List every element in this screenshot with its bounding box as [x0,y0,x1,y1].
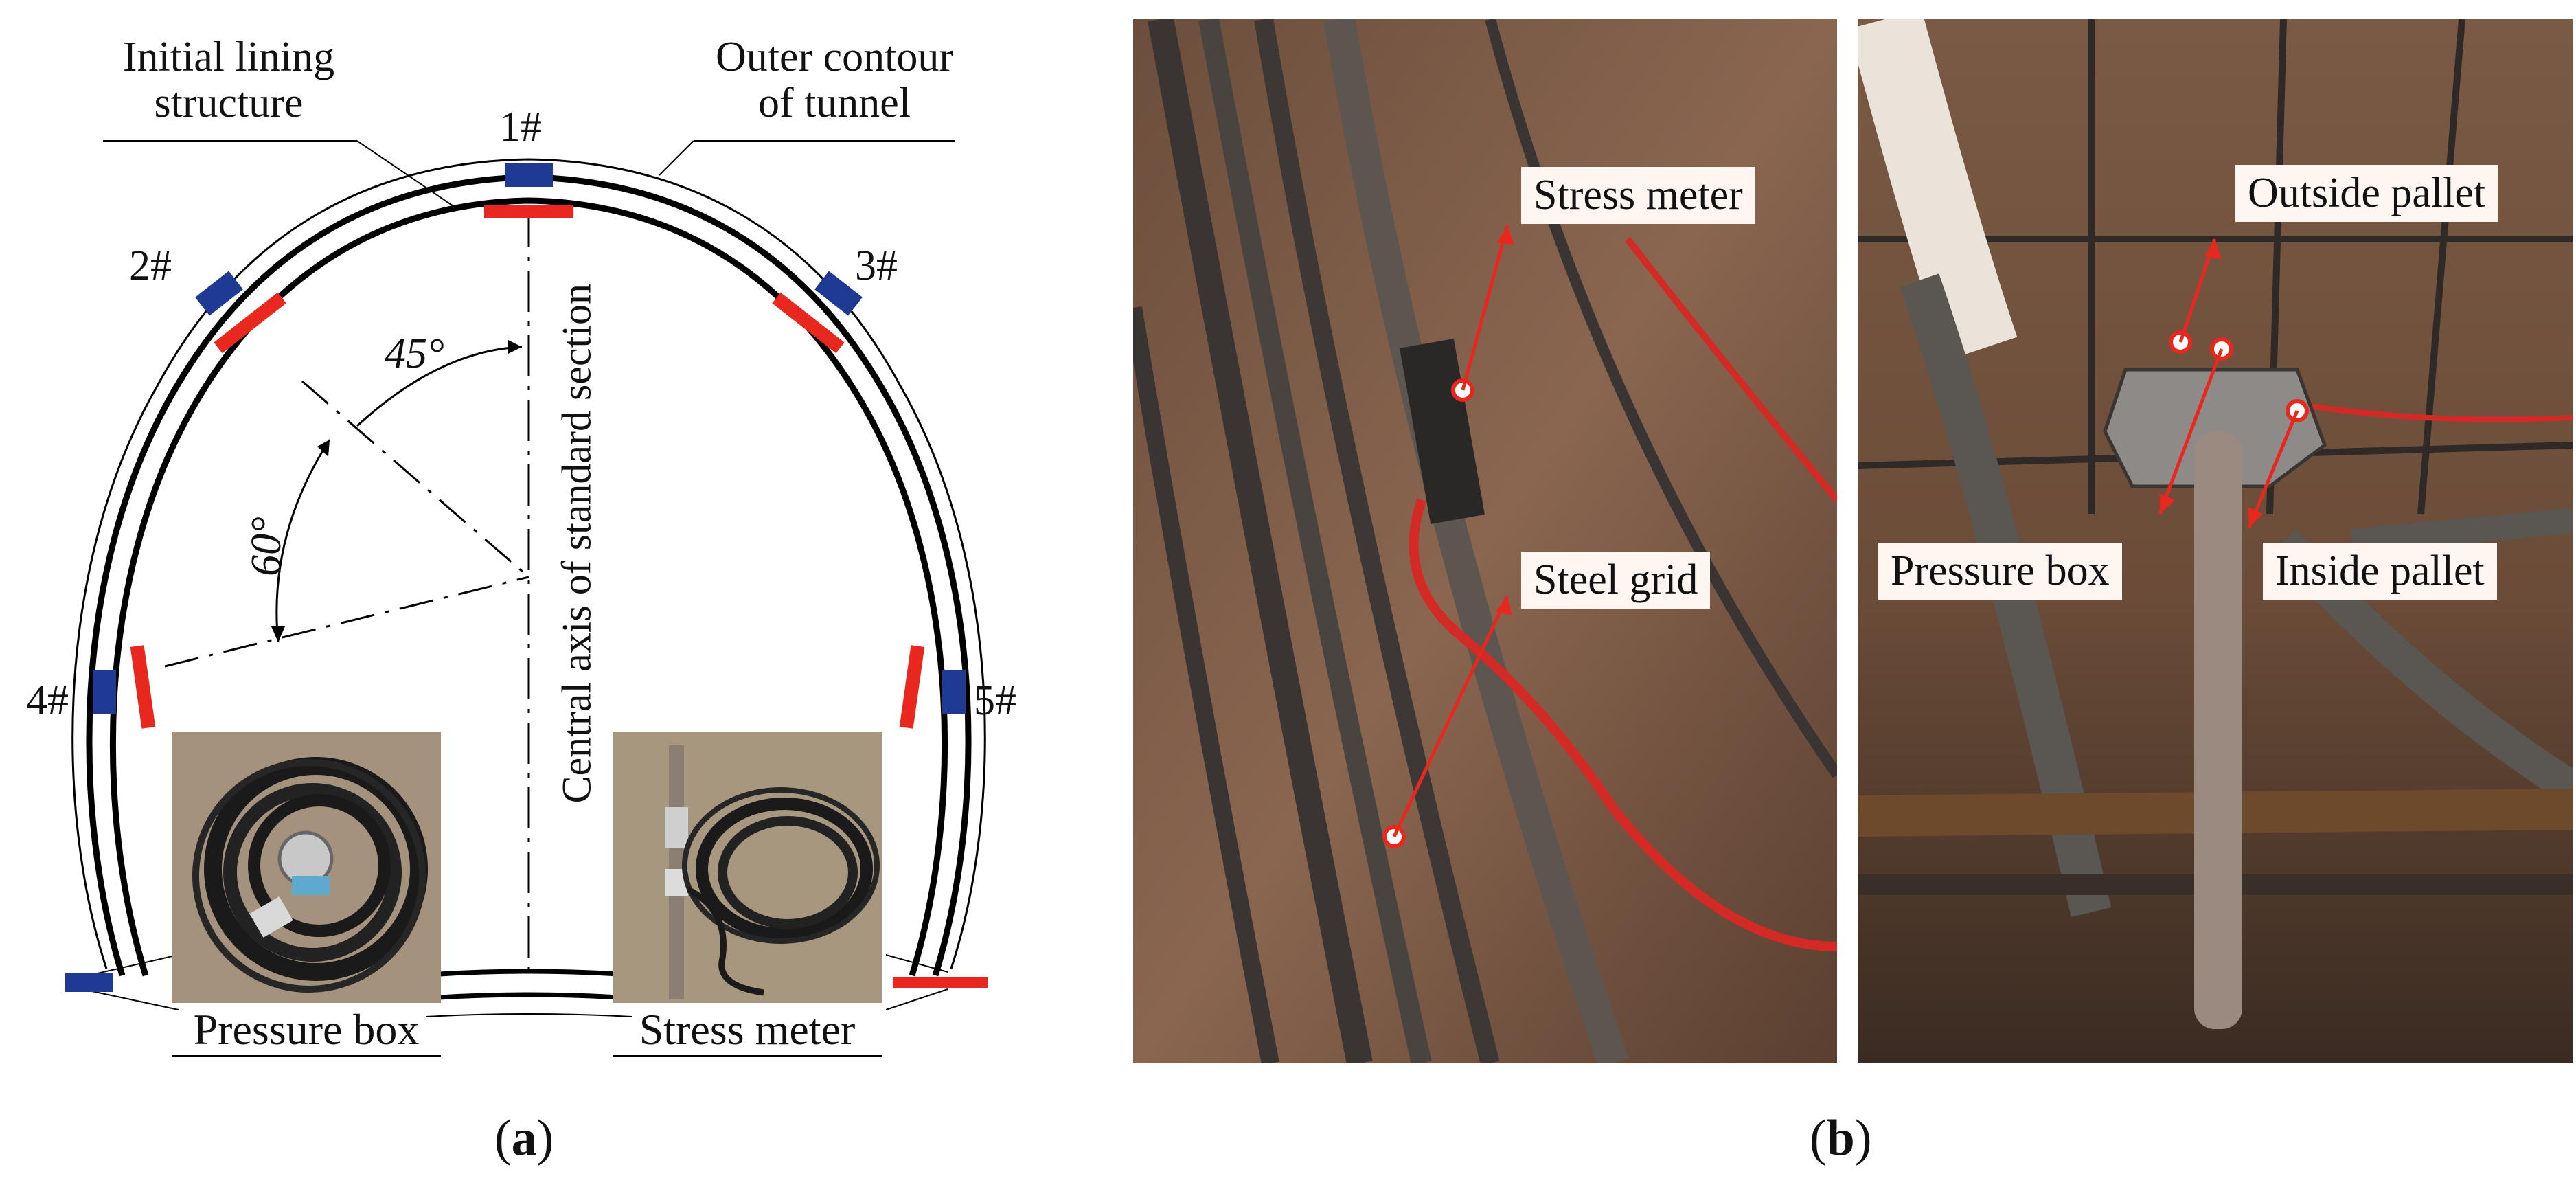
arc-60-arrowhead-bottom [271,626,285,642]
panel-a-tunnel-diagram: Initial lining structure Outer contour o… [0,0,1113,1198]
stress-meter-coil-illustration [613,732,882,1003]
arc-60-arrowhead-top [317,440,330,457]
inset-label-pressure-box: Pressure box [172,1004,441,1057]
point-5-stress-meter-marker [899,645,925,729]
label-central-axis: Central axis of standard section [554,284,600,804]
leader-outer-contour-2 [659,140,694,176]
point-1-pressure-box-marker [505,163,553,187]
label-point-1: 1# [499,104,542,150]
caption-b-letter: b [1826,1110,1855,1166]
caption-a-open: ( [494,1110,512,1166]
photo2-label-pressure-box: Pressure box [1878,543,2122,600]
line-60-degree [164,576,529,668]
caption-a-letter: a [511,1110,537,1166]
label-point-5: 5# [974,677,1016,724]
arc-60 [275,439,331,643]
caption-b-close: ) [1854,1110,1872,1166]
photo1-label-stress-meter: Stress meter [1521,167,1755,225]
label-point-3: 3# [855,242,898,289]
point-3-pressure-box-marker [814,271,863,316]
panel-b-site-photos: Stress meter Steel grid [1133,0,2576,1198]
footing-stress-meter-marker [893,977,988,988]
caption-a-close: ) [536,1110,554,1166]
photo1-label-steel-grid: Steel grid [1521,552,1711,609]
arc-45-arrowhead [508,340,522,354]
footing-right-line-2 [885,988,948,1010]
label-angle-45: 45° [385,330,444,377]
label-angle-60: 60° [242,517,290,576]
footing-pressure-box-marker [65,973,113,992]
caption-b: (b) [1810,1109,1871,1168]
label-initial-lining: Initial lining structure [102,34,356,126]
leader-initial-lining-2 [356,140,454,207]
label-outer-contour-line2: of tunnel [757,79,911,126]
footing-right-line [885,954,948,973]
point-4-stress-meter-marker [130,645,156,729]
label-initial-lining-line2: structure [154,79,304,126]
invert-line-upper [439,969,619,977]
line-45-degree [301,380,529,578]
photo-pressure-box-installation: Outside pallet Pressure box Inside palle… [1858,19,2573,1063]
outer-contour-line [71,158,986,969]
label-point-2: 2# [129,242,172,289]
footing-left-line-2 [82,988,179,1010]
invert-line-lower [439,992,619,1000]
photo2-label-inside-pallet: Inside pallet [2263,543,2497,600]
lining-inner-line [109,197,948,977]
arc-45 [356,346,523,427]
label-outer-contour-line1: Outer contour [715,34,954,80]
tunnel-cross-section [65,140,988,1017]
caption-a: (a) [494,1109,554,1168]
point-3-stress-meter-marker [772,292,845,354]
label-initial-lining-line1: Initial lining [122,34,335,80]
point-1-stress-meter-marker [484,205,573,218]
caption-b-open: ( [1810,1110,1827,1166]
label-outer-contour: Outer contour of tunnel [687,34,982,126]
photo-stress-meter-installation: Stress meter Steel grid [1133,19,1837,1063]
label-point-4: 4# [26,677,69,724]
invert-line-thin [425,1013,632,1017]
photo2-label-outside-pallet: Outside pallet [2235,165,2498,223]
inset-stress-meter-photo [613,732,882,1003]
inset-pressure-box-photo [172,732,441,1003]
point-4-pressure-box-marker [93,670,116,714]
inset-label-stress-meter: Stress meter [613,1004,882,1057]
point-5-pressure-box-marker [942,670,966,714]
point-2-stress-meter-marker [214,292,286,354]
point-2-pressure-box-marker [195,271,243,316]
pressure-box-coil-illustration [172,732,441,1003]
